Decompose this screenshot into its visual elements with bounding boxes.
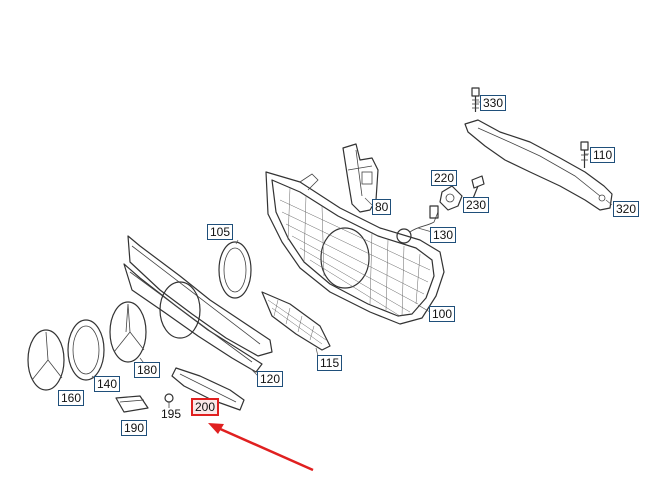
grille-frame-120 <box>123 235 273 373</box>
highlight-arrow <box>208 423 314 472</box>
callout-120[interactable]: 120 <box>257 371 284 387</box>
callout-100[interactable]: 100 <box>429 306 456 322</box>
callout-105[interactable]: 105 <box>207 224 234 240</box>
callout-80[interactable]: 80 <box>372 199 392 215</box>
ring-140 <box>67 319 105 381</box>
sensor-130 <box>396 205 439 244</box>
callout-180[interactable]: 180 <box>134 362 161 378</box>
callout-220[interactable]: 220 <box>431 170 458 186</box>
bolt-110 <box>580 141 589 168</box>
trim-strip-200 <box>171 367 245 411</box>
upper-bracket-320 <box>464 119 613 211</box>
callout-110[interactable]: 110 <box>590 147 616 163</box>
callout-140[interactable]: 140 <box>94 376 121 392</box>
callout-320[interactable]: 320 <box>613 201 640 217</box>
callout-195[interactable]: 195 <box>161 407 182 421</box>
grille-100 <box>265 171 445 325</box>
mesh-insert-115 <box>261 291 331 351</box>
callout-230[interactable]: 230 <box>463 197 490 213</box>
star-emblem-160 <box>27 329 65 391</box>
bolt-330 <box>471 87 480 112</box>
clip-220 <box>439 185 463 211</box>
star-emblem-180 <box>109 301 147 363</box>
emblem-ring-105 <box>218 241 252 299</box>
callout-160[interactable]: 160 <box>58 390 85 406</box>
callout-115[interactable]: 115 <box>317 355 343 371</box>
callout-130[interactable]: 130 <box>430 227 457 243</box>
callout-330[interactable]: 330 <box>480 95 507 111</box>
callout-200-highlighted[interactable]: 200 <box>191 398 220 416</box>
callout-190[interactable]: 190 <box>121 420 148 436</box>
screw-195 <box>164 393 174 408</box>
module-190 <box>115 395 149 413</box>
